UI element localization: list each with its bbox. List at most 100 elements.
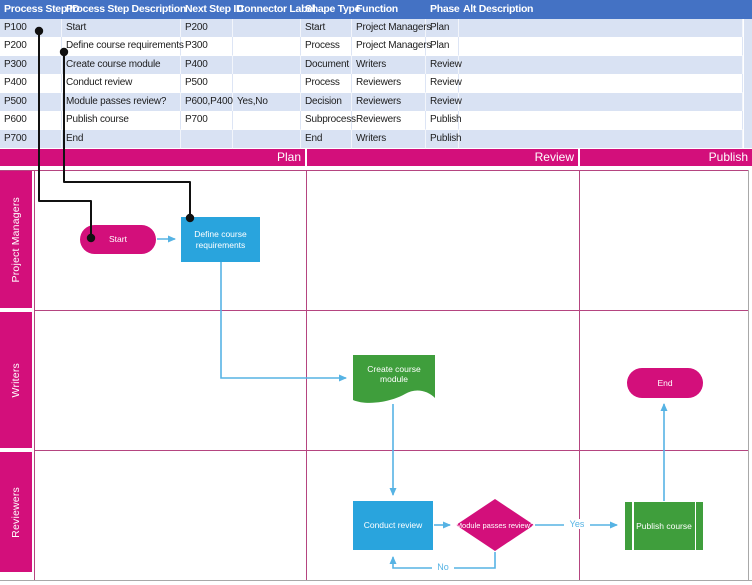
table-cell[interactable]: P100: [0, 19, 62, 38]
table-cell[interactable]: Reviewers: [352, 92, 426, 112]
flowchart-conduct-review-shape[interactable]: Conduct review: [353, 501, 433, 550]
lane-label-project-managers[interactable]: Project Managers: [0, 171, 32, 308]
table-cell[interactable]: Plan: [426, 19, 459, 38]
table-cell[interactable]: [233, 129, 301, 149]
table-cell[interactable]: Define course requirements: [62, 37, 184, 57]
table-cell[interactable]: P200: [0, 37, 62, 57]
lane-label-writers[interactable]: Writers: [0, 312, 32, 448]
col-header-alt-description[interactable]: Alt Description: [463, 3, 534, 15]
phase-header-plan[interactable]: Plan: [0, 149, 305, 166]
table-cell[interactable]: [459, 74, 743, 94]
table-cell[interactable]: P300: [0, 55, 62, 75]
table-cell[interactable]: [459, 92, 743, 112]
table-cell[interactable]: Publish: [426, 111, 462, 131]
table-cell[interactable]: P600: [0, 111, 62, 131]
table-cell[interactable]: [233, 55, 301, 75]
connector-define-to-create: [220, 262, 347, 382]
table-cell[interactable]: P400: [181, 55, 233, 75]
connector-label-no: No: [432, 562, 454, 572]
table-cell[interactable]: P600,P400: [181, 92, 233, 112]
flowchart-define-requirements-shape[interactable]: Define course requirements: [181, 217, 260, 262]
table-cell[interactable]: Project Managers: [352, 37, 431, 57]
flowchart-start-shape[interactable]: Start: [80, 225, 156, 254]
lane-label-reviewers[interactable]: Reviewers: [0, 452, 32, 572]
table-cell[interactable]: Writers: [352, 129, 426, 149]
phase-header-review[interactable]: Review: [307, 149, 578, 166]
table-cell[interactable]: Review: [426, 55, 462, 75]
table-cell[interactable]: Create course module: [62, 55, 181, 75]
table-cell[interactable]: Process: [301, 74, 352, 94]
connector-label-yes: Yes: [564, 519, 590, 529]
table-cell[interactable]: Module passes review?: [62, 92, 181, 112]
phase-header-publish[interactable]: Publish: [580, 149, 752, 166]
table-cell[interactable]: [459, 55, 743, 75]
table-cell[interactable]: Publish course: [62, 111, 181, 131]
table-cell[interactable]: P300: [181, 37, 233, 57]
flowchart-publish-course-label: Publish course: [636, 520, 692, 531]
flowchart-publish-course-shape[interactable]: Publish course: [625, 502, 703, 550]
table-cell[interactable]: P500: [0, 92, 62, 112]
table-cell[interactable]: Yes,No: [233, 92, 301, 112]
col-header-next-step-id[interactable]: Next Step ID: [185, 3, 244, 15]
table-header-row: Process Step ID Process Step Description…: [0, 0, 752, 19]
table-cell[interactable]: Reviewers: [352, 74, 426, 94]
table-cell[interactable]: [459, 129, 743, 149]
table-cell[interactable]: Review: [426, 92, 462, 112]
lane-label-text: Writers: [10, 362, 22, 398]
col-header-connector-label[interactable]: Connector Label: [237, 3, 316, 15]
table-cell[interactable]: [459, 19, 743, 38]
col-header-description[interactable]: Process Step Description: [66, 3, 187, 15]
table-cell[interactable]: P700: [181, 111, 233, 131]
table-cell[interactable]: Reviewers: [352, 111, 426, 131]
table-cell[interactable]: P400: [0, 74, 62, 94]
table-cell[interactable]: Writers: [352, 55, 426, 75]
lane-divider-pm-writers: [34, 310, 748, 311]
table-cell[interactable]: End: [62, 129, 181, 149]
table-cell[interactable]: [181, 129, 233, 149]
table-cell[interactable]: P500: [181, 74, 233, 94]
col-header-function[interactable]: Function: [356, 3, 398, 15]
lane-divider-writers-reviewers: [34, 450, 748, 451]
subprocess-right-bar: [694, 502, 696, 550]
table-cell[interactable]: [459, 37, 743, 57]
table-cell[interactable]: P700: [0, 129, 62, 149]
flowchart-end-shape[interactable]: End: [627, 368, 703, 398]
flowchart-create-module-shape[interactable]: [353, 355, 435, 407]
col-header-shape-type[interactable]: Shape Type: [305, 3, 361, 15]
table-cell[interactable]: Project Managers: [352, 19, 431, 38]
col-header-phase[interactable]: Phase: [430, 3, 460, 15]
table-cell[interactable]: End: [301, 129, 352, 149]
table-cell[interactable]: [233, 19, 301, 38]
table-cell[interactable]: Plan: [426, 37, 459, 57]
table-cell[interactable]: [233, 74, 301, 94]
table-cell[interactable]: Decision: [301, 92, 352, 112]
flowchart-decision-shape[interactable]: [455, 498, 535, 552]
col-header-process-step-id[interactable]: Process Step ID: [4, 3, 80, 15]
subprocess-left-bar: [632, 502, 634, 550]
lanes-left-border: [34, 170, 35, 580]
table-cell[interactable]: Start: [62, 19, 181, 38]
lanes-bottom-border: [0, 580, 752, 581]
table-cell[interactable]: P200: [181, 19, 233, 38]
phase-divider-review-publish: [579, 170, 580, 580]
table-cell[interactable]: [233, 37, 301, 57]
table-cell[interactable]: [459, 111, 743, 131]
table-cell[interactable]: Review: [426, 74, 462, 94]
lane-label-text: Reviewers: [10, 486, 22, 538]
table-cell[interactable]: Process: [301, 37, 352, 57]
table-cell[interactable]: Document: [301, 55, 352, 75]
table-cell[interactable]: Start: [301, 19, 352, 38]
table-cell[interactable]: Publish: [426, 129, 462, 149]
table-cell[interactable]: [233, 111, 301, 131]
table-right-strip: [743, 19, 752, 148]
table-cell[interactable]: Subprocess: [301, 111, 356, 131]
table-cell[interactable]: Conduct review: [62, 74, 181, 94]
